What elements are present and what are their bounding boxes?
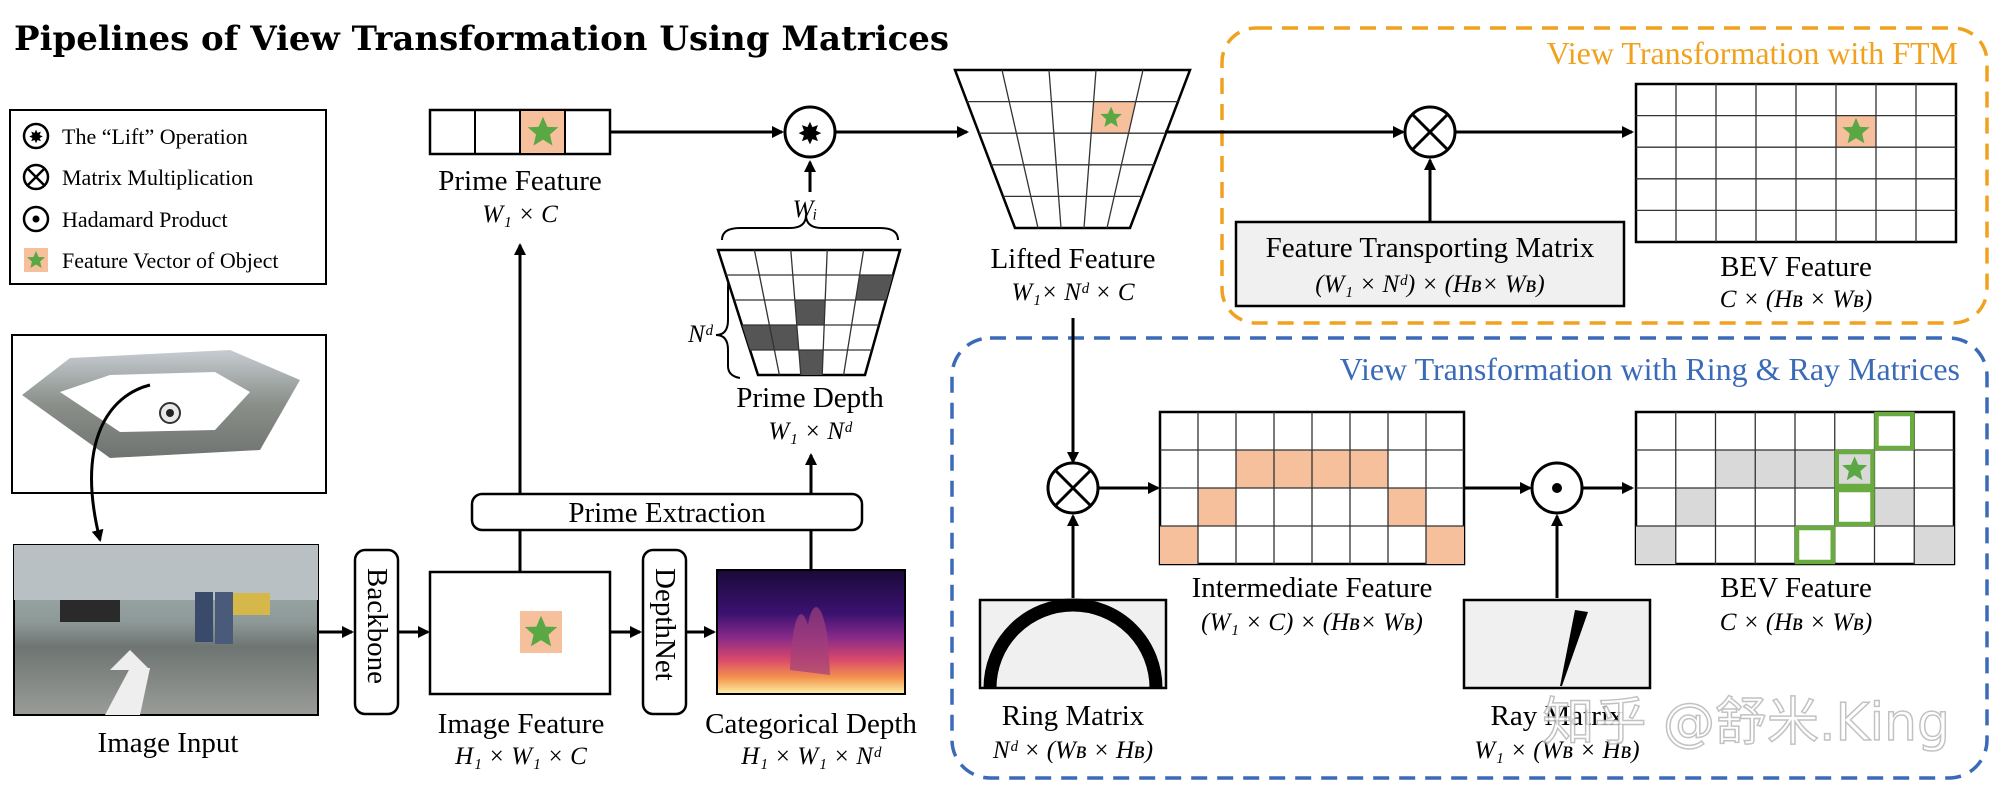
categorical-depth: Categorical Depth H₁ × W₁ × Nᵈ xyxy=(705,569,917,770)
prime-extraction-label: Prime Extraction xyxy=(568,497,766,529)
prime-depth-cell xyxy=(742,325,775,350)
ftm-dims: (W₁ × Nᵈ) × (Hʙ× Wʙ) xyxy=(1315,271,1544,298)
legend: ✸ The “Lift” Operation Matrix Multiplica… xyxy=(9,109,327,285)
intermediate-feature: Intermediate Feature (W₁ × C) × (Hʙ× Wʙ) xyxy=(1158,410,1466,636)
ring-ray-panel-title: View Transformation with Ring & Ray Matr… xyxy=(1340,351,1960,387)
ray-highlight-cell xyxy=(1874,411,1915,451)
prime-depth-width-label: Wᵢ xyxy=(793,196,818,223)
prime-feature-dims: W₁ × C xyxy=(482,201,558,228)
prime-depth-cell xyxy=(769,325,799,350)
prime-depth-depth-label: Nᵈ xyxy=(687,321,714,348)
legend-label-lift: The “Lift” Operation xyxy=(62,124,248,149)
prime-depth-label: Prime Depth xyxy=(736,382,884,414)
bev-top-dims: C × (Hʙ × Wʙ) xyxy=(1720,286,1872,313)
intermediate-feature-cell xyxy=(1388,488,1426,526)
intermediate-feature-cell xyxy=(1274,450,1312,488)
matrix-mult-icon xyxy=(22,163,50,191)
bev-bottom-label: BEV Feature xyxy=(1720,572,1872,604)
bev-bottom-cell xyxy=(1636,526,1676,564)
page-title: Pipelines of View Transformation Using M… xyxy=(14,19,949,59)
ray-matrix-dims: W₁ × (Wʙ × Hʙ) xyxy=(1474,737,1639,764)
lift-op-icon: ✸ xyxy=(22,122,50,150)
intermediate-feature-label: Intermediate Feature xyxy=(1192,572,1433,604)
bev-bottom-cell xyxy=(1874,488,1915,526)
legend-label-matmul: Matrix Multiplication xyxy=(62,165,253,190)
svg-text:✸: ✸ xyxy=(797,117,822,152)
ray-highlight-cell xyxy=(1834,449,1875,489)
svg-text:✸: ✸ xyxy=(28,127,43,148)
ray-highlight-cell xyxy=(1794,525,1835,565)
intermediate-feature-cell xyxy=(1312,450,1350,488)
lifted-feature: Lifted Feature W₁× Nᵈ × C xyxy=(953,68,1192,306)
ray-matrix-label: Ray Matrix xyxy=(1491,700,1624,732)
ftm-label: Feature Transporting Matrix xyxy=(1266,232,1595,264)
lifted-feature-dims: W₁× Nᵈ × C xyxy=(1011,279,1134,306)
hadamard-icon xyxy=(22,205,50,233)
prime-depth-cell xyxy=(794,300,826,325)
watermark: 知乎 @舒米.King xyxy=(1542,693,1950,753)
ring-matrix-dims: Nᵈ × (Wʙ × Hʙ) xyxy=(992,737,1153,764)
backbone-label: Backbone xyxy=(361,568,393,684)
bev-top-label: BEV Feature xyxy=(1720,251,1872,283)
prime-depth: Wᵢ Nᵈ Prime Depth W₁ × Nᵈ xyxy=(687,196,902,445)
bev-feature-bottom: BEV Feature C × (Hʙ × Wʙ) xyxy=(1634,410,1956,636)
depthnet-block: DepthNet xyxy=(641,548,688,716)
image-feature-label: Image Feature xyxy=(438,708,605,740)
ftm-panel-title: View Transformation with FTM xyxy=(1547,35,1958,71)
matmul-operator-ftm xyxy=(1403,105,1457,159)
feature-star-icon xyxy=(24,248,48,272)
bev-feature-top: BEV Feature C × (Hʙ × Wʙ) xyxy=(1634,82,1958,313)
bev-bottom-cell xyxy=(1675,488,1716,526)
surround-view-thumbnail xyxy=(11,334,327,542)
prime-depth-dims: W₁ × Nᵈ xyxy=(768,418,853,445)
intermediate-feature-cell xyxy=(1198,488,1236,526)
image-input: Image Input xyxy=(13,544,319,759)
categorical-depth-dims: H₁ × W₁ × Nᵈ xyxy=(740,743,882,770)
legend-label-hadamard: Hadamard Product xyxy=(62,207,228,232)
bev-bottom-cell xyxy=(1795,450,1835,488)
intermediate-feature-cell xyxy=(1160,526,1198,564)
intermediate-feature-cell xyxy=(1350,450,1388,488)
ring-ray-panel: View Transformation with Ring & Ray Matr… xyxy=(950,336,1989,780)
legend-label-feature-vector: Feature Vector of Object xyxy=(62,248,278,273)
intermediate-feature-cell xyxy=(1236,450,1274,488)
bev-bottom-cell xyxy=(1755,450,1795,488)
ring-matrix-label: Ring Matrix xyxy=(1002,700,1145,732)
prime-feature: Prime Feature W₁ × C xyxy=(428,108,612,228)
image-input-label: Image Input xyxy=(98,727,239,759)
ring-matrix: Ring Matrix Nᵈ × (Wʙ × Hʙ) xyxy=(978,598,1168,764)
prime-extraction-block: Prime Extraction xyxy=(470,492,864,532)
matmul-operator-ring xyxy=(1046,461,1100,515)
image-feature: Image Feature H₁ × W₁ × C xyxy=(428,570,612,770)
backbone-block: Backbone xyxy=(353,548,400,716)
image-feature-dims: H₁ × W₁ × C xyxy=(454,743,587,770)
prime-depth-cell xyxy=(855,275,893,300)
bev-bottom-cell xyxy=(1715,450,1756,488)
bev-bottom-cell xyxy=(1914,526,1954,564)
ray-matrix: Ray Matrix W₁ × (Wʙ × Hʙ) xyxy=(1462,598,1652,764)
prime-feature-label: Prime Feature xyxy=(438,165,601,197)
lifted-feature-label: Lifted Feature xyxy=(990,243,1155,275)
bev-bottom-dims: C × (Hʙ × Wʙ) xyxy=(1720,609,1872,636)
ftm-panel: View Transformation with FTM xyxy=(1220,26,1989,325)
depthnet-label: DepthNet xyxy=(649,568,681,681)
intermediate-feature-cell xyxy=(1426,526,1464,564)
hadamard-operator xyxy=(1530,461,1584,515)
intermediate-feature-dims: (W₁ × C) × (Hʙ× Wʙ) xyxy=(1201,609,1423,636)
prime-depth-cell xyxy=(798,350,824,375)
ray-highlight-cell xyxy=(1834,487,1875,527)
feature-transporting-matrix: Feature Transporting Matrix (W₁ × Nᵈ) × … xyxy=(1234,220,1626,308)
lift-operator: ✸ xyxy=(783,105,837,159)
categorical-depth-label: Categorical Depth xyxy=(705,708,917,740)
